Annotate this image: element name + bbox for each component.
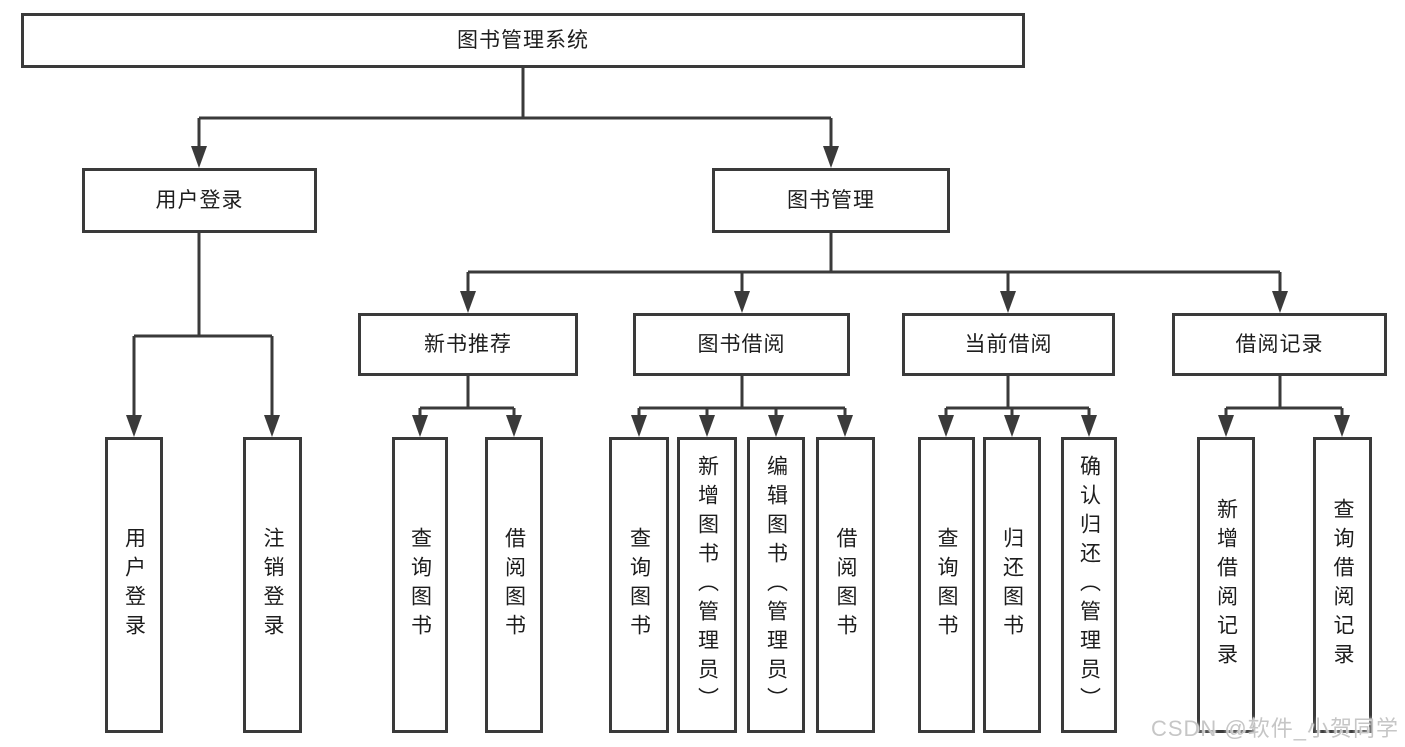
leaf-query-books-borrowing: 查询图书 bbox=[609, 437, 669, 733]
arrowheads bbox=[126, 146, 1350, 437]
watermark: CSDN @软件_小贺同学 bbox=[1150, 716, 1399, 741]
leaf-query-books-recommend: 查询图书 bbox=[392, 437, 448, 733]
leaf-logout: 注销登录 bbox=[243, 437, 302, 733]
node-book-borrowing: 图书借阅 bbox=[633, 313, 850, 376]
leaf-return-books: 归还图书 bbox=[983, 437, 1041, 733]
node-system-root: 图书管理系统 bbox=[21, 13, 1025, 68]
node-borrowing-records: 借阅记录 bbox=[1172, 313, 1387, 376]
leaf-add-borrow-record: 新增借阅记录 bbox=[1197, 437, 1255, 733]
leaf-query-books-current: 查询图书 bbox=[918, 437, 975, 733]
leaf-borrow-books-recommend: 借阅图书 bbox=[485, 437, 543, 733]
node-current-borrowing: 当前借阅 bbox=[902, 313, 1115, 376]
leaf-query-borrow-record: 查询借阅记录 bbox=[1313, 437, 1372, 733]
leaf-add-books-admin: 新增图书（管理员） bbox=[677, 437, 737, 733]
leaf-confirm-return-admin: 确认归还（管理员） bbox=[1061, 437, 1117, 733]
node-book-management: 图书管理 bbox=[712, 168, 950, 233]
leaf-borrow-books-borrowing: 借阅图书 bbox=[816, 437, 875, 733]
leaf-edit-books-admin: 编辑图书（管理员） bbox=[747, 437, 805, 733]
leaf-user-login: 用户登录 bbox=[105, 437, 163, 733]
node-new-book-recommend: 新书推荐 bbox=[358, 313, 578, 376]
node-user-login: 用户登录 bbox=[82, 168, 317, 233]
